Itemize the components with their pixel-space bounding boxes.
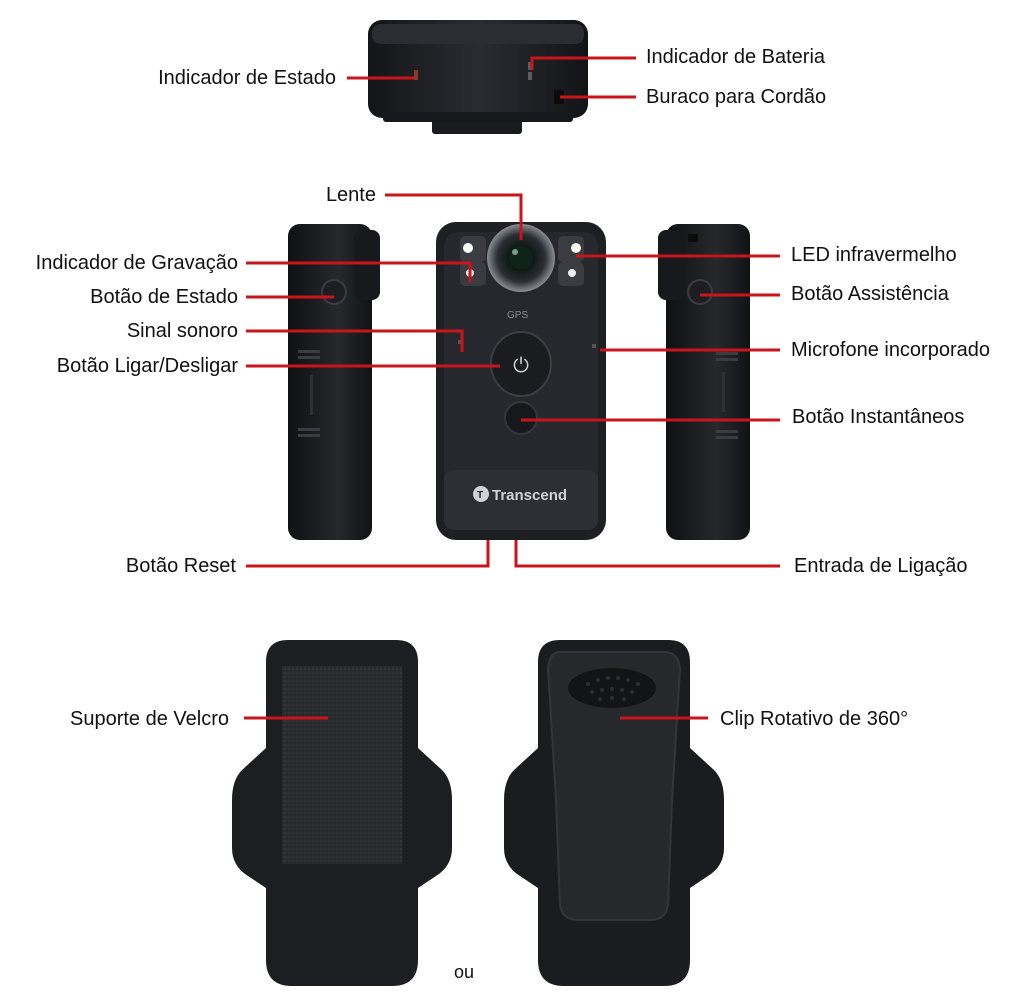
gps-mark: GPS xyxy=(507,310,528,321)
label-lens: Lente xyxy=(325,184,376,206)
velcro-pad xyxy=(282,666,402,864)
front-device: GPS ⏻ T Transcend xyxy=(436,222,606,540)
status-button-side xyxy=(321,279,347,305)
leader-lines xyxy=(244,56,780,720)
velcro-mount xyxy=(232,640,452,986)
label-status-indicator: Indicador de Estado xyxy=(158,67,336,89)
label-status-button: Botão de Estado xyxy=(90,286,238,308)
label-lanyard-hole: Buraco para Cordão xyxy=(646,86,827,108)
label-power-button: Botão Ligar/Desligar xyxy=(56,355,238,377)
label-rotating-clip: Clip Rotativo de 360° xyxy=(720,708,909,730)
lanyard-hole xyxy=(554,90,564,104)
label-ir-led: LED infravermelho xyxy=(791,244,957,266)
label-connection-port: Entrada de Ligação xyxy=(794,555,968,577)
power-button xyxy=(490,331,552,397)
label-snapshot-button: Botão Instantâneos xyxy=(792,406,965,428)
label-assist-button: Botão Assistência xyxy=(791,283,949,305)
brand-logo: Transcend xyxy=(492,487,567,504)
label-battery-indicator: Indicador de Bateria xyxy=(646,46,826,68)
label-buzzer: Sinal sonoro xyxy=(126,320,238,342)
clip-mount xyxy=(504,640,724,986)
assist-button-side xyxy=(687,279,713,305)
transcend-logo-icon xyxy=(473,486,489,502)
label-recording-indicator: Indicador de Gravação xyxy=(35,252,238,274)
status-led xyxy=(414,70,418,80)
battery-led xyxy=(528,62,532,70)
left-side-device xyxy=(288,224,380,540)
snapshot-button xyxy=(504,401,538,435)
top-view-device xyxy=(368,20,588,134)
label-microphone: Microfone incorporado xyxy=(791,339,990,361)
svg-text:T: T xyxy=(477,490,483,501)
power-icon: ⏻ xyxy=(513,353,529,377)
label-velcro-mount: Suporte de Velcro xyxy=(70,708,229,730)
or-connector-text: ou xyxy=(454,962,475,982)
label-reset-button: Botão Reset xyxy=(125,555,236,577)
ir-led-left xyxy=(463,243,473,253)
right-side-device xyxy=(658,224,750,540)
